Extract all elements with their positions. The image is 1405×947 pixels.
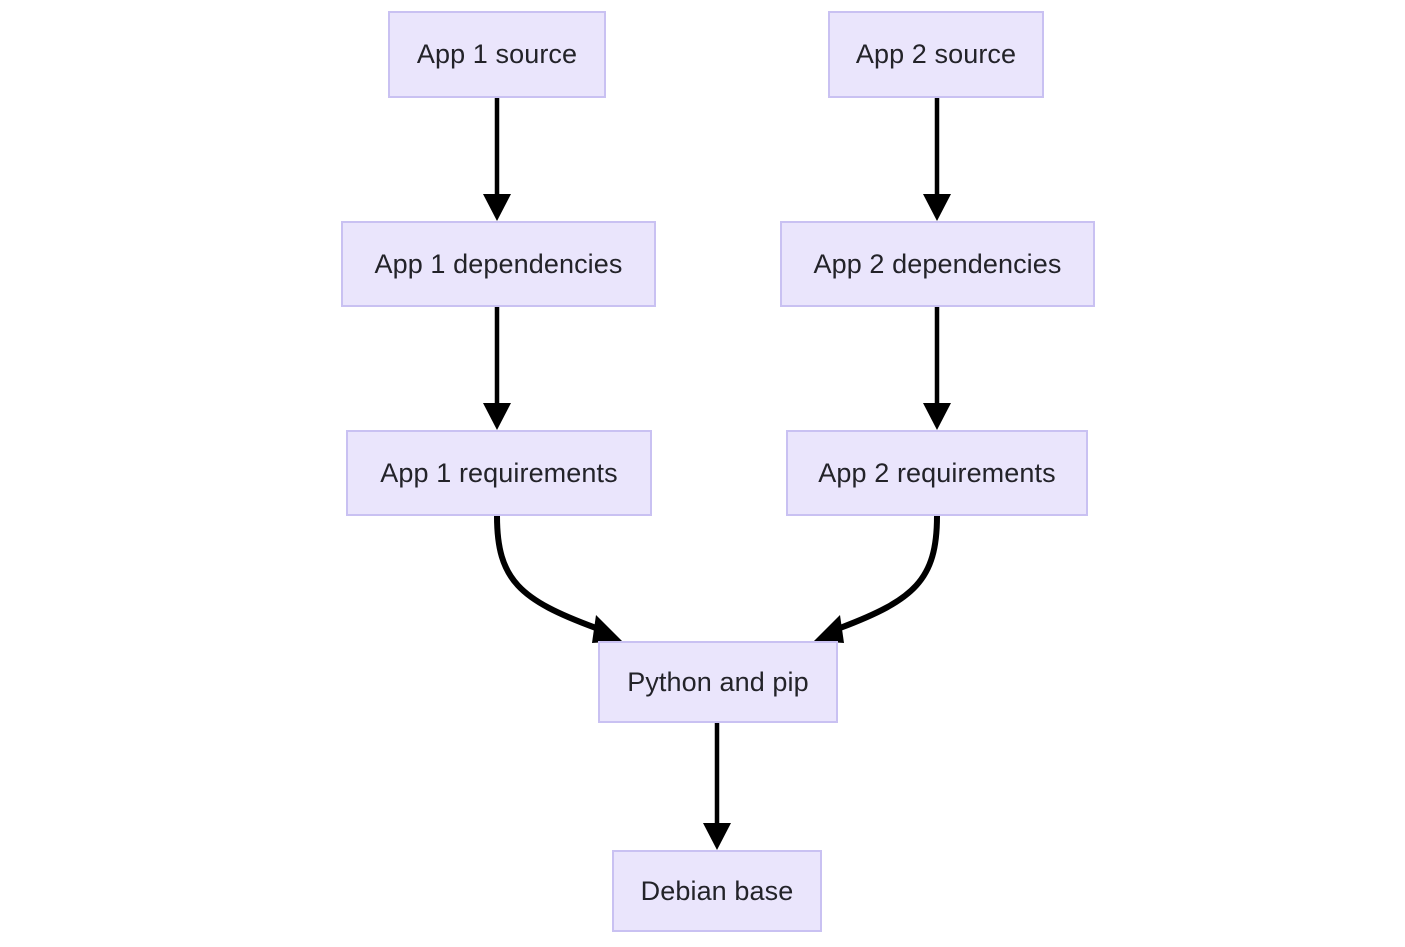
edge-python-and-pip-to-debian-base [703, 723, 731, 850]
node-python-and-pip-label: Python and pip [627, 666, 809, 697]
node-app1-dependencies-label: App 1 dependencies [374, 248, 623, 279]
node-app1-source-label: App 1 source [416, 39, 578, 69]
edge-app2-dependencies-to-app2-requirements [923, 307, 951, 430]
node-app2-source[interactable]: App 2 source [828, 11, 1044, 98]
edge-app1-source-to-app1-dependencies [483, 98, 511, 221]
node-app1-requirements[interactable]: App 1 requirements [346, 430, 652, 516]
node-app2-requirements-label: App 2 requirements [818, 457, 1056, 488]
node-app2-dependencies[interactable]: App 2 dependencies [780, 221, 1095, 307]
node-python-and-pip[interactable]: Python and pip [598, 641, 838, 723]
edge-app1-dependencies-to-app1-requirements [483, 307, 511, 430]
edge-app1-requirements-to-python-and-pip [494, 513, 622, 643]
node-app1-dependencies[interactable]: App 1 dependencies [341, 221, 656, 307]
node-app2-requirements[interactable]: App 2 requirements [786, 430, 1088, 516]
node-app2-source-label: App 2 source [855, 39, 1017, 69]
node-app2-dependencies-label: App 2 dependencies [813, 248, 1062, 279]
edge-app2-requirements-to-python-and-pip [814, 513, 940, 643]
edge-app2-source-to-app2-dependencies [923, 98, 951, 221]
node-app1-source[interactable]: App 1 source [388, 11, 606, 98]
node-debian-base-label: Debian base [640, 875, 794, 906]
node-debian-base[interactable]: Debian base [612, 850, 822, 932]
node-app1-requirements-label: App 1 requirements [380, 457, 618, 488]
